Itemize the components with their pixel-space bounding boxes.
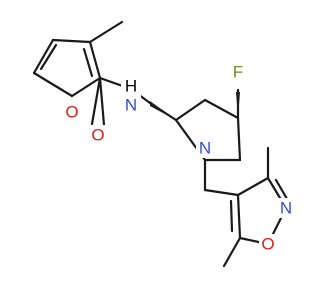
bond: [236, 116, 242, 162]
bond: [39, 43, 58, 71]
bond: [203, 188, 240, 197]
fluorine-label: F: [233, 63, 243, 82]
isoxazole-nitrogen-label: N: [280, 199, 292, 218]
furan-ring: [32, 38, 102, 98]
pyrrolidine-nitrogen-label: N: [199, 139, 211, 158]
bond: [70, 76, 102, 98]
bond: [32, 38, 55, 75]
label-mask: [277, 198, 295, 218]
label-mask: [196, 138, 214, 158]
amide-hydrogen-label: H: [125, 77, 137, 96]
bond: [98, 76, 106, 127]
furan-oxygen-label: O: [65, 103, 78, 122]
atom-labels: O O H N F N N O: [63, 62, 295, 254]
bond: [236, 176, 270, 197]
methyl-bond: [88, 20, 124, 44]
stereo-wedge: [236, 92, 240, 118]
bond: [229, 199, 234, 233]
structure-canvas: O O H N F N N O: [32, 20, 295, 268]
bond: [90, 76, 102, 126]
label-mask: [63, 102, 81, 122]
bond: [32, 71, 74, 98]
bond: [51, 38, 92, 44]
methyl-bond: [222, 236, 242, 268]
bond: [88, 40, 102, 80]
molecule-structure: O O H N F N N O: [32, 20, 295, 268]
amide-nitrogen-label: N: [125, 96, 137, 115]
label-mask: [259, 234, 277, 254]
carbonyl-oxygen-label: O: [91, 126, 104, 145]
bond: [203, 98, 240, 120]
stereo-wedge: [150, 101, 176, 120]
bond: [174, 98, 207, 122]
label-mask: [121, 82, 141, 118]
label-mask: [89, 125, 107, 145]
bond: [82, 47, 94, 78]
isoxazole-oxygen-label: O: [261, 235, 274, 254]
label-mask: [229, 62, 247, 82]
bond: [236, 193, 242, 240]
